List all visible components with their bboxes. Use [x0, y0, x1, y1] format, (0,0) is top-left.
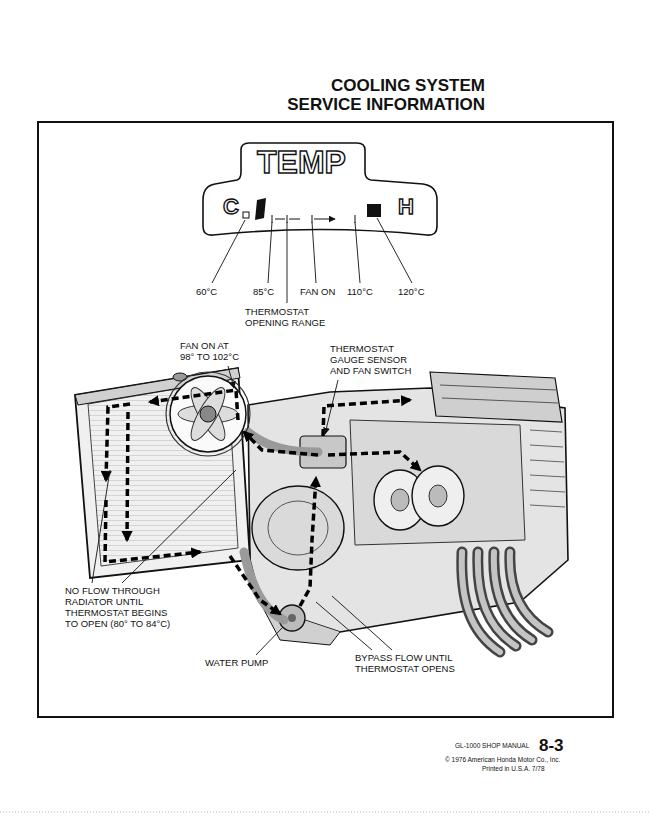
coolant-flow-arrow	[323, 400, 410, 436]
engine-illustration	[350, 420, 525, 545]
engine-illustration	[440, 385, 558, 403]
radiator	[173, 373, 187, 381]
leader-line	[355, 222, 360, 283]
leader-line	[122, 470, 236, 583]
temperature-value: 110°C	[347, 286, 373, 297]
gauge-hot-mark: H	[398, 196, 414, 218]
coolant-flow-arrow	[105, 390, 420, 614]
fan-note: FAN ON AT 98° TO 102°C	[180, 340, 244, 362]
leader-line	[92, 470, 110, 583]
engine-illustration	[268, 501, 328, 555]
leader-line	[256, 628, 282, 655]
engine-illustration	[248, 388, 568, 632]
radiator	[88, 380, 238, 566]
engine-illustration	[429, 485, 447, 507]
cooling-fan	[200, 406, 216, 422]
cooling-fan	[178, 405, 238, 423]
gauge-cold-mark: C	[223, 196, 239, 218]
cooling-fan	[170, 376, 246, 452]
gauge-marking	[243, 212, 249, 218]
temperature-value: 60°C	[196, 286, 217, 297]
engine-illustration	[252, 486, 344, 570]
coolant-flow-arrow	[244, 432, 318, 455]
radiator	[75, 368, 250, 578]
leader-line	[228, 366, 234, 388]
coolant-hose	[244, 432, 318, 620]
engine-illustration	[530, 430, 565, 507]
radiator-note: NO FLOW THROUGH RADIATOR UNTIL THERMOSTA…	[65, 585, 181, 629]
coolant-flow-arrow	[300, 478, 316, 606]
scan-line	[0, 812, 650, 813]
temperature-value: 120°C	[398, 286, 425, 297]
exhaust-pipes	[510, 552, 548, 632]
leader-line	[312, 222, 316, 283]
gauge-mark-label: FAN ON	[300, 286, 335, 297]
frame-border	[38, 122, 613, 717]
coolant-flow-arrow	[127, 412, 128, 540]
engine-illustration	[288, 614, 296, 622]
copyright-note: © 1976 American Honda Motor Co., Inc.	[445, 756, 560, 764]
coolant-flow-arrow	[230, 556, 280, 614]
manual-footer: GL-1000 SHOP MANUAL	[455, 742, 529, 750]
coolant-flow-arrow	[150, 390, 238, 420]
coolant-hose	[248, 432, 318, 452]
exhaust-pipes	[462, 552, 548, 652]
leader-line	[212, 220, 245, 283]
engine-illustration	[412, 466, 464, 526]
leader-line	[316, 602, 372, 650]
leader-line	[287, 222, 288, 303]
gauge-outline	[203, 143, 437, 235]
radiator	[75, 368, 250, 578]
gauge-marking	[275, 219, 335, 220]
sensor-callout: THERMOSTAT GAUGE SENSOR AND FAN SWITCH	[330, 343, 425, 376]
gauge-range-note: THERMOSTAT OPENING RANGE	[245, 306, 335, 328]
gauge-marking	[255, 198, 266, 220]
print-note: Printed in U.S.A. 7/78	[482, 765, 545, 773]
engine-illustration	[248, 372, 568, 645]
engine-illustration	[430, 372, 562, 422]
part-callout: WATER PUMP	[205, 657, 268, 668]
gauge-marking	[272, 215, 355, 223]
page-number: 8-3	[539, 737, 564, 755]
engine-illustration	[391, 489, 409, 511]
temperature-gauge: TEMP C H	[195, 140, 445, 240]
gauge-title: TEMP	[257, 146, 346, 178]
gauge-marking	[367, 204, 381, 217]
temperature-value: 85°C	[253, 286, 274, 297]
bypass-note: BYPASS FLOW UNTIL THERMOSTAT OPENS	[355, 652, 465, 674]
exhaust-pipes	[510, 552, 548, 632]
leader-line	[325, 380, 338, 434]
leader-line	[332, 596, 392, 650]
leader-line	[377, 218, 412, 283]
coolant-flow-arrow	[328, 452, 420, 470]
page-title: COOLING SYSTEM SERVICE INFORMATION	[270, 76, 485, 114]
